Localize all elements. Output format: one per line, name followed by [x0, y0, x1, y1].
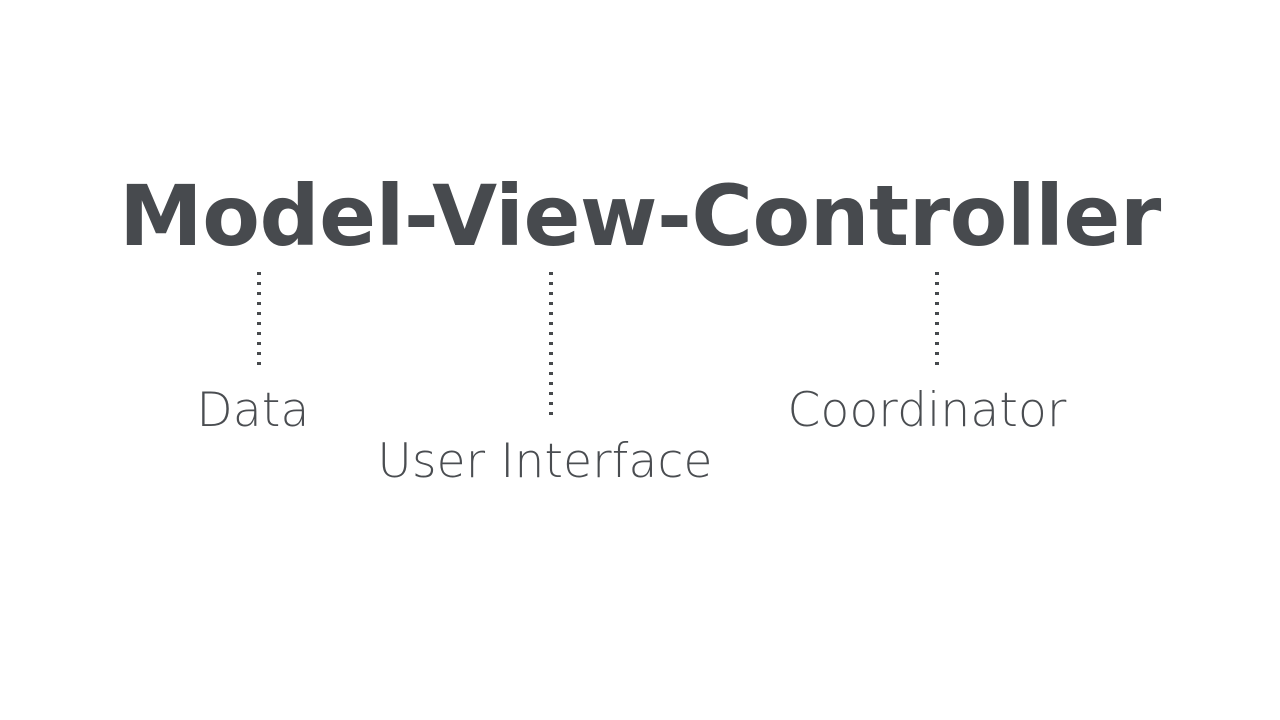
connector-line-model: [257, 272, 261, 365]
page-title: Model-View-Controller: [119, 167, 1161, 265]
connector-line-view: [549, 272, 553, 416]
component-label-controller: Coordinator: [787, 383, 1067, 438]
connector-line-controller: [935, 272, 939, 365]
component-label-model: Data: [196, 383, 310, 438]
component-label-view: User Interface: [377, 434, 713, 489]
